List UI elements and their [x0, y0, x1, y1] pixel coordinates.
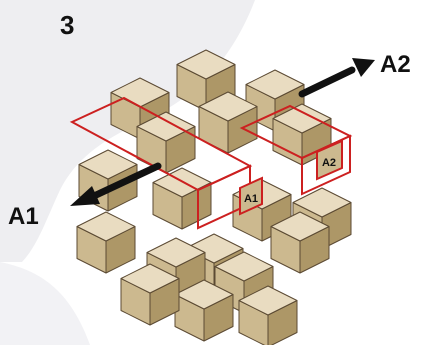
cube	[198, 91, 258, 154]
piece-a2-tag: A2	[316, 139, 343, 181]
cube	[270, 211, 330, 274]
cube-top-face	[292, 187, 352, 218]
piece-a1-tag-text: A1	[244, 193, 258, 205]
cube	[120, 263, 180, 326]
background-shape-2	[0, 262, 90, 345]
arrow-a2	[298, 58, 375, 98]
piece-overlay: A1 A2	[69, 58, 375, 230]
cube-top-face	[272, 103, 332, 134]
cube	[174, 279, 234, 342]
cube-stack	[76, 49, 352, 345]
cube	[136, 111, 196, 174]
cube-top-face	[78, 149, 138, 180]
piece-a2-side-outline	[301, 134, 351, 196]
cube-top-face	[120, 263, 180, 294]
cube	[214, 251, 274, 314]
cube	[152, 167, 212, 230]
cube	[238, 285, 298, 345]
piece-a2-tag-text: A2	[322, 157, 336, 169]
cube-top-face	[270, 211, 330, 242]
arrow-label-a2: A2	[380, 51, 411, 78]
cube-top-face	[198, 91, 258, 122]
cube-top-face	[146, 237, 206, 268]
cube-top-face	[174, 279, 234, 310]
cube-top-face	[76, 211, 136, 242]
cube-top-face	[176, 49, 236, 80]
step-number: 3	[60, 10, 75, 40]
cube-top-face	[136, 111, 196, 142]
cube-top-face	[214, 251, 274, 282]
arrow-label-a1: A1	[8, 203, 39, 230]
cube-top-face	[245, 69, 305, 100]
arrow-a1	[70, 162, 162, 206]
piece-a1-tag: A1	[239, 176, 263, 216]
cube	[76, 211, 136, 274]
cube-top-face	[238, 285, 298, 316]
